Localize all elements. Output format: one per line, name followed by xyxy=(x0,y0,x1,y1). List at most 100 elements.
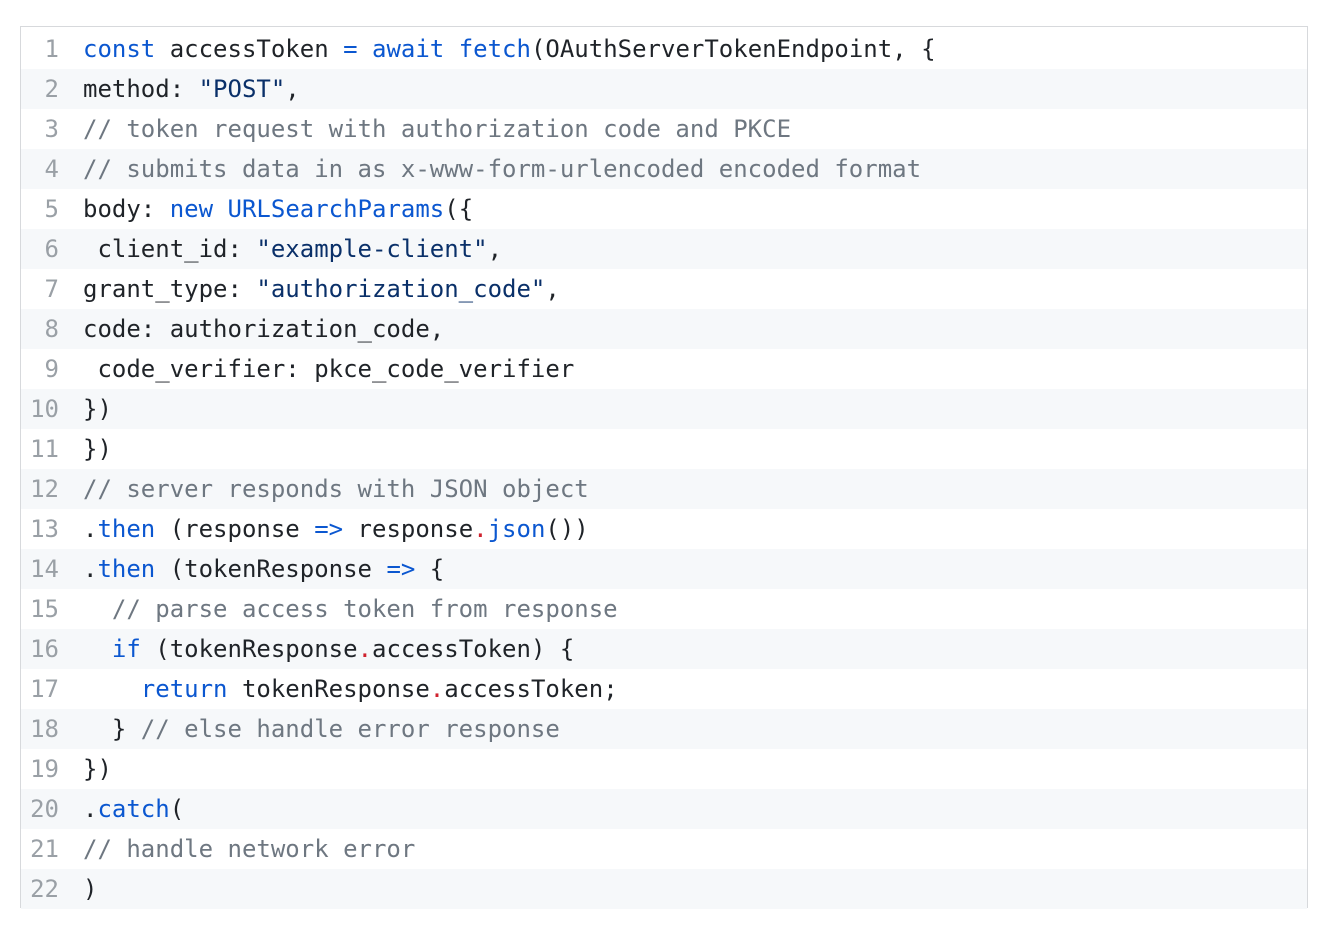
line-code: // submits data in as x-www-form-urlenco… xyxy=(83,155,1307,183)
line-code: const accessToken = await fetch(OAuthSer… xyxy=(83,35,1307,63)
line-code: .then (response => response.json()) xyxy=(83,515,1307,543)
code-token-operator: = xyxy=(343,35,358,63)
line-number: 17 xyxy=(30,675,59,703)
code-token-default: tokenResponse xyxy=(227,675,430,703)
code-line: 14.then (tokenResponse => { xyxy=(21,549,1307,589)
code-token-default: accessToken xyxy=(155,35,344,63)
code-token-comment: // parse access token from response xyxy=(83,595,618,623)
code-token-keyword: URLSearchParams xyxy=(227,195,445,223)
code-token-default: ( xyxy=(169,795,185,823)
line-number: 18 xyxy=(30,715,59,743)
line-code: code: authorization_code, xyxy=(83,315,1307,343)
line-code: // token request with authorization code… xyxy=(83,115,1307,143)
code-token-operator: => xyxy=(386,555,416,583)
code-line: 15 // parse access token from response xyxy=(21,589,1307,629)
code-token-default: (response xyxy=(155,515,315,543)
code-line: 7 grant_type: "authorization_code", xyxy=(21,269,1307,309)
line-code: }) xyxy=(83,395,1307,423)
code-token-default: }) xyxy=(83,755,112,783)
code-token-keyword: new xyxy=(169,195,214,223)
code-token-keyword: await xyxy=(372,35,445,63)
code-token-operator: => xyxy=(314,515,344,543)
line-number: 2 xyxy=(44,75,59,103)
code-token-dot: . xyxy=(429,675,445,703)
code-token-default: response xyxy=(343,515,474,543)
line-number: 22 xyxy=(30,875,59,903)
line-number: 20 xyxy=(30,795,59,823)
line-code: .then (tokenResponse => { xyxy=(83,555,1307,583)
code-token-default: }) xyxy=(83,435,112,463)
code-token-default: code_verifier: pkce_code_verifier xyxy=(83,355,575,383)
code-line: 18 } // else handle error response xyxy=(21,709,1307,749)
code-line: 6 client_id: "example-client", xyxy=(21,229,1307,269)
line-number: 4 xyxy=(44,155,59,183)
line-number: 8 xyxy=(44,315,59,343)
code-line: 10}) xyxy=(21,389,1307,429)
code-token-default: ()) xyxy=(545,515,589,543)
code-token-default: (tokenResponse xyxy=(155,555,387,583)
code-line: 21// handle network error xyxy=(21,829,1307,869)
code-token-keyword: catch xyxy=(97,795,170,823)
code-token-default xyxy=(213,195,227,223)
code-token-default: } xyxy=(83,715,141,743)
line-number: 5 xyxy=(44,195,59,223)
code-line: 4 // submits data in as x-www-form-urlenc… xyxy=(21,149,1307,189)
code-token-string: "POST" xyxy=(198,75,286,103)
code-token-default: , xyxy=(545,275,560,303)
line-number: 3 xyxy=(44,115,59,143)
code-token-string: "authorization_code" xyxy=(256,275,546,303)
code-token-keyword: return xyxy=(140,675,228,703)
code-token-default xyxy=(83,675,141,703)
line-code: // server responds with JSON object xyxy=(83,475,1307,503)
code-token-default: . xyxy=(83,795,98,823)
code-token-default: { xyxy=(415,555,445,583)
code-token-comment: // handle network error xyxy=(83,835,416,863)
line-code: }) xyxy=(83,435,1307,463)
line-code: }) xyxy=(83,755,1307,783)
code-line: 13.then (response => response.json()) xyxy=(21,509,1307,549)
code-token-default: ) xyxy=(83,875,98,903)
code-token-default: . xyxy=(83,555,98,583)
code-token-default: . xyxy=(83,515,98,543)
code-block[interactable]: 1 const accessToken = await fetch(OAuthSe… xyxy=(20,26,1308,909)
code-token-string: "example-client" xyxy=(256,235,488,263)
line-code: client_id: "example-client", xyxy=(83,235,1307,263)
code-token-keyword: json xyxy=(487,515,546,543)
line-code: // parse access token from response xyxy=(83,595,1307,623)
line-code: // handle network error xyxy=(83,835,1307,863)
code-token-default: (tokenResponse xyxy=(140,635,358,663)
code-line: 11}) xyxy=(21,429,1307,469)
line-number: 13 xyxy=(30,515,59,543)
code-token-default: }) xyxy=(83,395,112,423)
code-token-default: accessToken; xyxy=(444,675,618,703)
code-token-default: body: xyxy=(83,195,170,223)
code-token-default: grant_type: xyxy=(83,275,257,303)
line-number: 15 xyxy=(30,595,59,623)
code-token-keyword: then xyxy=(97,555,156,583)
code-token-default: client_id: xyxy=(83,235,257,263)
code-token-dot: . xyxy=(357,635,373,663)
line-number: 6 xyxy=(44,235,59,263)
code-line: 9 code_verifier: pkce_code_verifier xyxy=(21,349,1307,389)
code-token-keyword: const xyxy=(83,35,156,63)
code-token-default: method: xyxy=(83,75,199,103)
code-token-comment: // token request with authorization code… xyxy=(83,115,792,143)
line-number: 7 xyxy=(44,275,59,303)
code-line: 20.catch( xyxy=(21,789,1307,829)
line-code: body: new URLSearchParams({ xyxy=(83,195,1307,223)
code-token-default: (OAuthServerTokenEndpoint, { xyxy=(530,35,936,63)
line-number: 1 xyxy=(44,35,59,63)
code-line: 12// server responds with JSON object xyxy=(21,469,1307,509)
line-code: .catch( xyxy=(83,795,1307,823)
code-line: 16 if (tokenResponse.accessToken) { xyxy=(21,629,1307,669)
line-code: grant_type: "authorization_code", xyxy=(83,275,1307,303)
code-token-default: , xyxy=(285,75,300,103)
code-token-keyword: fetch xyxy=(458,35,531,63)
code-token-comment: // server responds with JSON object xyxy=(83,475,589,503)
code-line: 5 body: new URLSearchParams({ xyxy=(21,189,1307,229)
code-line: 1 const accessToken = await fetch(OAuthSe… xyxy=(21,29,1307,69)
line-number: 9 xyxy=(44,355,59,383)
code-line: 8 code: authorization_code, xyxy=(21,309,1307,349)
line-code: method: "POST", xyxy=(83,75,1307,103)
line-code: if (tokenResponse.accessToken) { xyxy=(83,635,1307,663)
